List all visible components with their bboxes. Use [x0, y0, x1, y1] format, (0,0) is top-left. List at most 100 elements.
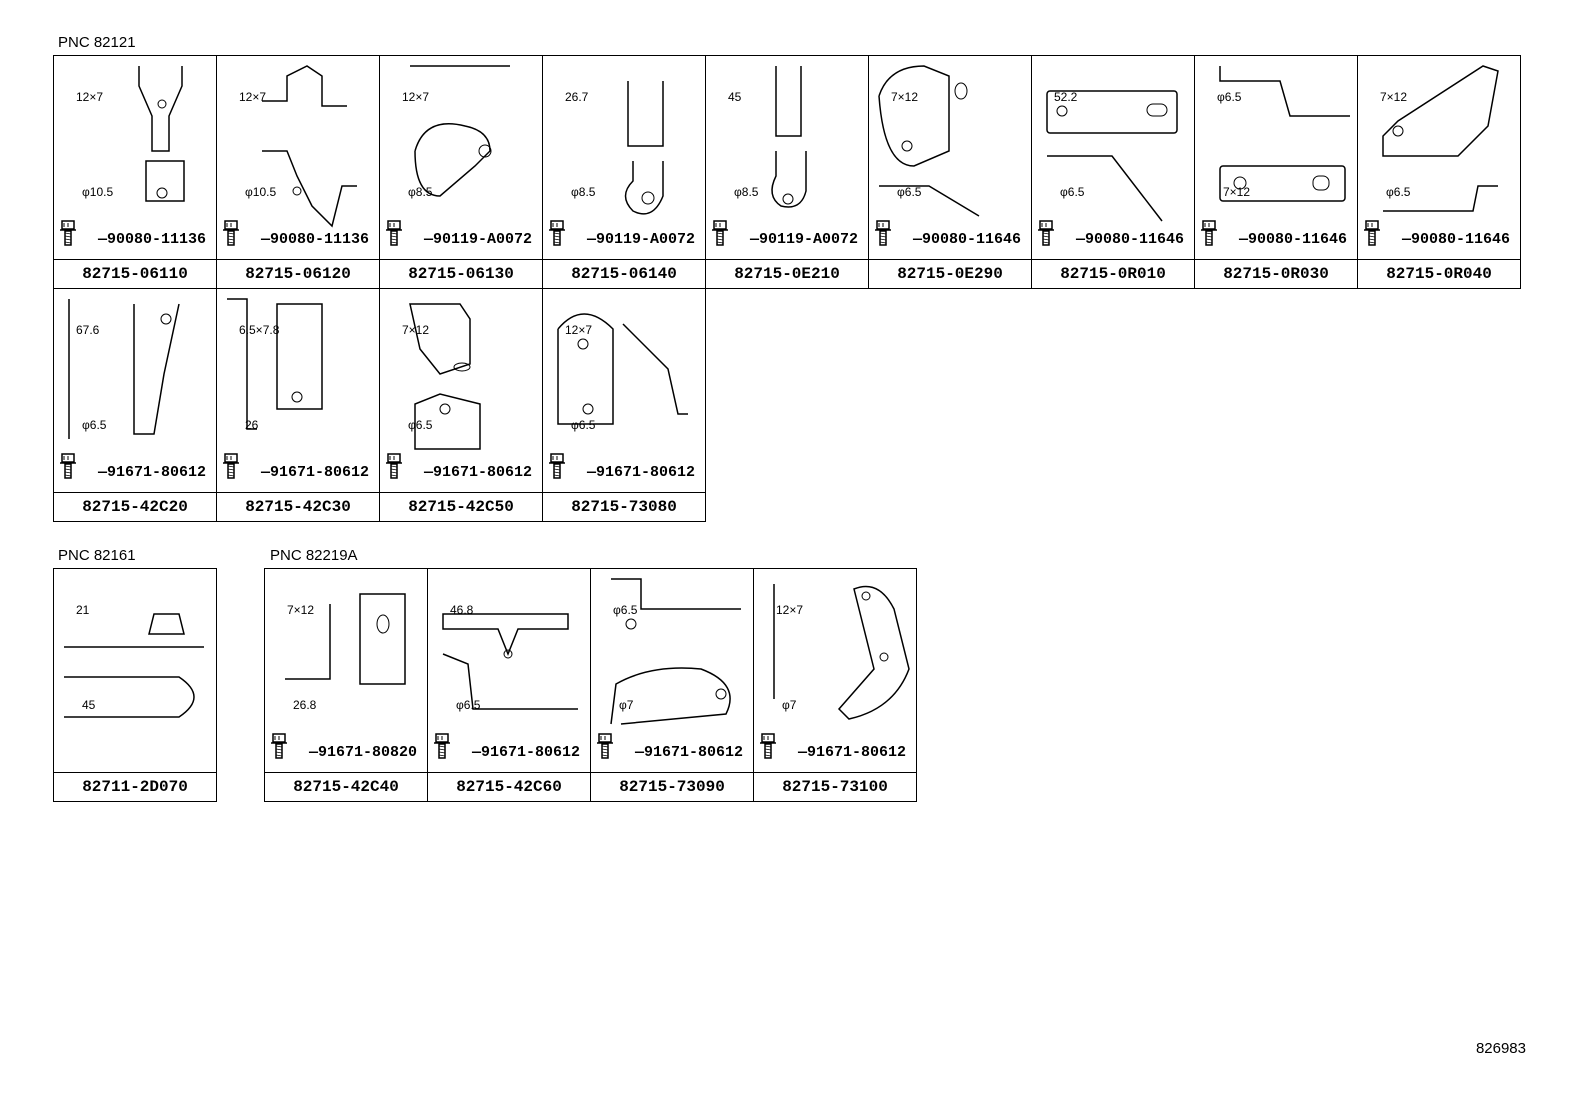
dimension-label: 7×12 [891, 90, 918, 104]
part-number-label: 82715-06120 [217, 259, 379, 288]
bolt-icon [386, 220, 402, 246]
dimension-label: φ10.5 [245, 185, 276, 199]
dimension-label: φ8.5 [734, 185, 759, 199]
part-drawing: 12×7φ8.5 [386, 65, 510, 246]
dimension-label: 12×7 [239, 90, 266, 104]
bolt-part-number: —90080-11646 [1239, 231, 1348, 248]
bolt-part-number: —91671-80612 [424, 464, 533, 481]
part-drawing: φ6.5φ7 [597, 578, 741, 759]
dimension-label: 6.5×7.8 [239, 323, 280, 337]
dimension-label: φ8.5 [408, 185, 433, 199]
bolt-part-number: —91671-80612 [472, 744, 581, 761]
dimension-label: 7×12 [1223, 185, 1250, 199]
part-number-label: 82715-42C20 [54, 492, 216, 521]
dimension-label: 7×12 [402, 323, 429, 337]
dimension-label: 52.2 [1054, 90, 1078, 104]
dimension-label: φ6.5 [456, 698, 481, 712]
bolt-icon [712, 220, 728, 246]
dimension-label: 67.6 [76, 323, 100, 337]
bolt-icon [1201, 220, 1217, 246]
part-number-label: 82715-42C40 [265, 772, 427, 801]
bolt-part-number: —91671-80612 [587, 464, 696, 481]
dimension-label: 45 [82, 698, 96, 712]
bolt-icon [223, 453, 239, 479]
dimension-label: 26.7 [565, 90, 589, 104]
bolt-icon [760, 733, 776, 759]
bolt-part-number: —90080-11136 [261, 231, 370, 248]
part-drawing: 26.7 φ8.5 [549, 81, 664, 246]
dimension-label: φ6.5 [408, 418, 433, 432]
part-drawing: 45 φ8.5 [712, 66, 807, 246]
part-number-label: 82715-0E210 [706, 259, 868, 288]
part-drawing: 46.8φ6.5 [434, 603, 578, 759]
part-drawing: 7×12 φ6.5 [1364, 65, 1499, 246]
bolt-icon [386, 453, 402, 479]
part-number-label: 82715-73080 [543, 492, 705, 521]
bolt-icon [271, 733, 287, 759]
part-drawing: 6.5×7.8 26 [223, 298, 323, 479]
part-number-label: 82715-0R030 [1195, 259, 1357, 288]
pnc-group-title: PNC 82161 [58, 547, 136, 564]
part-drawing: 52.2 φ6.5 [1038, 90, 1178, 246]
bolt-part-number: —91671-80612 [635, 744, 744, 761]
dimension-label: 12×7 [565, 323, 592, 337]
dimension-label: φ6.5 [1060, 185, 1085, 199]
dimension-label: φ6.5 [1386, 185, 1411, 199]
bolt-part-number: —91671-80612 [98, 464, 207, 481]
bolt-icon [60, 453, 76, 479]
bolt-part-number: —90080-11136 [98, 231, 207, 248]
part-number-label: 82711-2D070 [54, 772, 216, 801]
part-drawing: 12×7 φ10.5 [223, 65, 357, 246]
bolt-icon [549, 453, 565, 479]
pnc-group-title: PNC 82121 [58, 34, 136, 51]
dimension-label: 12×7 [776, 603, 803, 617]
part-number-label: 82715-73100 [754, 772, 916, 801]
bolt-part-number: —90080-11646 [1402, 231, 1511, 248]
bolt-icon [597, 733, 613, 759]
bolt-part-number: —91671-80612 [261, 464, 370, 481]
part-drawing: 7×12 φ6.5 [386, 303, 481, 479]
dimension-label: φ7 [782, 698, 797, 712]
dimension-label: φ7 [619, 698, 634, 712]
dimension-label: 26 [245, 418, 259, 432]
bolt-part-number: —91671-80820 [309, 744, 418, 761]
figure-code: 826983 [1475, 1040, 1526, 1057]
bolt-icon [223, 220, 239, 246]
dimension-label: 45 [728, 90, 742, 104]
part-cell: 26.7 φ8.5 —90119-A0072 82715-06140 [542, 55, 706, 289]
part-number-label: 82715-42C60 [428, 772, 590, 801]
part-drawing: 67.6φ6.5 [60, 299, 180, 479]
dimension-label: φ10.5 [82, 185, 113, 199]
bolt-part-number: —91671-80612 [798, 744, 907, 761]
part-number-label: 82715-0E290 [869, 259, 1031, 288]
part-cell: 12×7 φ7 —91671-80612 82715-73100 [753, 568, 917, 802]
part-number-label: 82715-06140 [543, 259, 705, 288]
part-drawing: 12×7φ6.5 [549, 313, 688, 479]
part-number-label: 82715-06110 [54, 259, 216, 288]
dimension-label: φ6.5 [897, 185, 922, 199]
bolt-icon [434, 733, 450, 759]
dimension-label: 7×12 [287, 603, 314, 617]
part-number-label: 82715-06130 [380, 259, 542, 288]
part-drawing: 12×7 φ7 [760, 584, 910, 759]
bolt-part-number: —90119-A0072 [587, 231, 696, 248]
dimension-label: φ8.5 [571, 185, 596, 199]
part-cell: 12×7 φ10.5 —90080-11136 82715-06120 [216, 55, 380, 289]
part-number-label: 82715-42C50 [380, 492, 542, 521]
dimension-label: 7×12 [1380, 90, 1407, 104]
bolt-icon [549, 220, 565, 246]
